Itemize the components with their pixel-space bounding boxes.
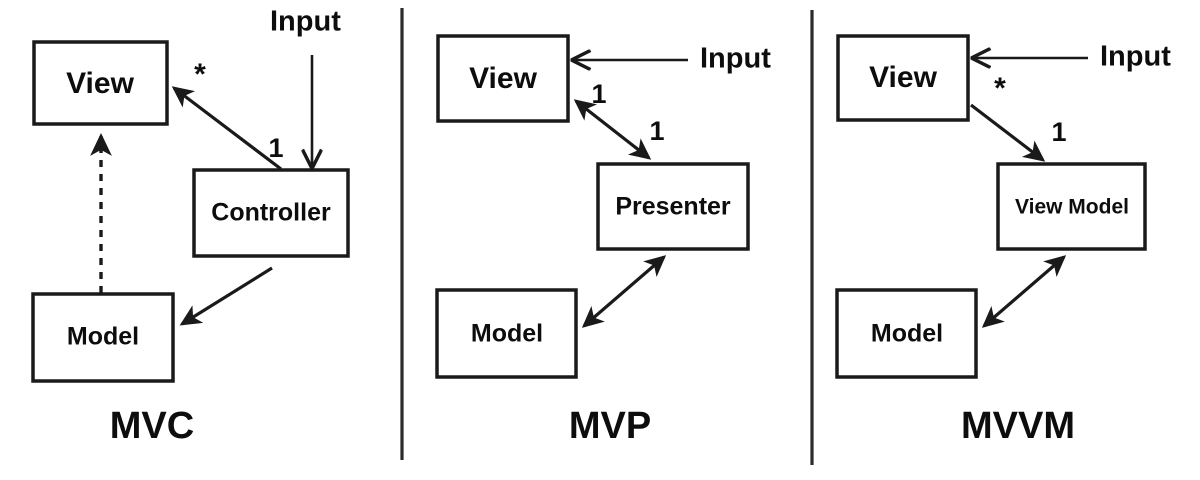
panel-title-mvp: MVP (569, 405, 651, 447)
mvvm-viewmodel-box[interactable]: View Model (996, 162, 1147, 251)
mvc-view-box-rect (32, 40, 169, 126)
mvp-model-box-rect (435, 288, 578, 379)
mvc-model-box-rect (31, 292, 175, 383)
mvp-model-box-label: Model (471, 320, 543, 348)
mvvm-view-box-label: View (869, 61, 937, 94)
mvc-multiplicity-star: * (194, 58, 206, 91)
mvvm-model-box-label: Model (871, 320, 943, 348)
mvp-presenter-box-label: Presenter (615, 193, 731, 221)
mvp-view-box-rect (436, 34, 570, 123)
mvc-view-box[interactable]: View (32, 40, 169, 126)
mvvm-viewmodel-box-rect (996, 162, 1147, 251)
mvp-presenter-box-rect (596, 162, 750, 251)
panel-mvc: View Controller Model Input * 1 MVC (31, 6, 350, 447)
mvvm-viewmodel-model-double-arrow (981, 255, 1067, 328)
mvp-multiplicity-one-view: 1 (591, 79, 606, 109)
mvc-controller-to-view-arrow (171, 86, 282, 171)
mvc-view-box-label: View (66, 67, 134, 100)
panel-title-mvc: MVC (110, 405, 194, 447)
mvc-controller-box-rect (192, 168, 350, 258)
mvp-model-box[interactable]: Model (435, 288, 578, 379)
mvvm-multiplicity-one: 1 (1051, 117, 1066, 147)
mvvm-view-to-viewmodel-arrow (970, 103, 1046, 162)
mvp-input-label: Input (700, 43, 771, 75)
mvp-multiplicity-one-presenter: 1 (649, 116, 664, 146)
mvp-view-box[interactable]: View (436, 34, 570, 123)
mvp-view-box-label: View (469, 62, 537, 95)
mvc-model-box-label: Model (67, 323, 139, 351)
mvp-presenter-box[interactable]: Presenter (596, 162, 750, 251)
mvvm-model-box[interactable]: Model (835, 288, 978, 379)
mvp-presenter-model-double-arrow (581, 255, 667, 328)
mvc-multiplicity-one: 1 (268, 133, 283, 163)
panel-title-mvvm: MVVM (961, 405, 1075, 447)
mvvm-view-box-rect (836, 34, 970, 122)
mvc-input-label: Input (270, 6, 341, 38)
panel-mvvm: View View Model Model Input * 1 MVVM (835, 34, 1171, 447)
mvc-controller-box[interactable]: Controller (192, 168, 350, 258)
mvc-model-box[interactable]: Model (31, 292, 175, 383)
mvvm-input-label: Input (1100, 41, 1171, 73)
mvvm-model-box-rect (835, 288, 978, 379)
mvc-controller-box-label: Controller (211, 199, 331, 227)
mvvm-multiplicity-star: * (994, 72, 1006, 105)
panel-mvp: View Presenter Model Input 1 1 MVP (435, 34, 771, 447)
mvc-controller-to-model-arrow (179, 266, 273, 326)
mvvm-viewmodel-box-label: View Model (1015, 196, 1129, 219)
mvvm-view-box[interactable]: View (836, 34, 970, 122)
mvp-view-presenter-double-arrow (573, 99, 652, 160)
